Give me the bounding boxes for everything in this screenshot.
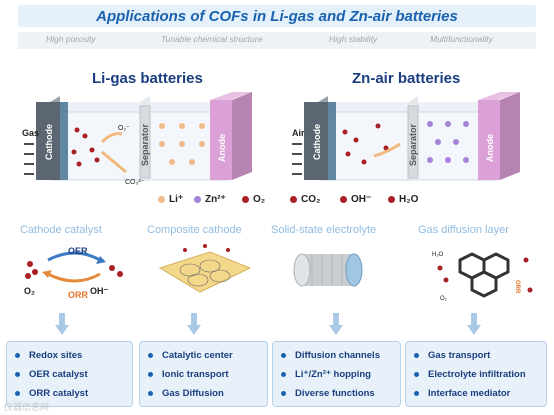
feature-porosity: High porosity: [46, 34, 96, 44]
panel-item: Diffusion channels: [281, 350, 380, 361]
cathode-catalyst-title: Cathode catalyst: [20, 224, 102, 236]
zn-ion-dot: [194, 196, 201, 203]
gas-diffusion-layer-title: Gas diffusion layer: [418, 224, 509, 236]
co3-label: CO₃²⁻: [125, 179, 145, 186]
li-gas-title: Li-gas batteries: [92, 70, 203, 87]
li-gas-battery-diagram: Cathode Separator Anode Gas O₂⁻ CO₃²⁻: [22, 92, 252, 186]
o2-minus-label: O₂⁻: [118, 125, 130, 132]
feature-multifunctionality: Multifunctionality: [430, 34, 493, 44]
h2o-dot: [388, 196, 395, 203]
panel-item: Redox sites: [15, 350, 82, 361]
composite-cathode-title: Composite cathode: [147, 224, 242, 236]
legend-li: Li⁺: [158, 194, 183, 205]
li-gas-cathode: [36, 102, 60, 180]
down-arrow-icon: [55, 313, 69, 335]
li-gas-gas-label: Gas: [22, 128, 39, 138]
li-gas-anode-label: Anode: [217, 134, 227, 162]
li-gas-separator: [139, 105, 151, 179]
li-gas-anode: [210, 100, 232, 180]
li-ions: [159, 123, 205, 165]
orr-arrow: [47, 272, 101, 283]
legend-oh: OH⁻: [340, 194, 371, 205]
orr-label: ORR: [68, 290, 89, 300]
li-gas-molecules: [71, 127, 100, 167]
down-arrow-icon: [467, 313, 481, 335]
solid-state-electrolyte-diagram: [293, 253, 363, 287]
solid-state-electrolyte-panel: Diffusion channels Li⁺/Zn²⁺ hopping Dive…: [272, 341, 401, 407]
panel-item: Li⁺/Zn²⁺ hopping: [281, 369, 371, 380]
o2-dot: [242, 196, 249, 203]
zn-air-cathode: [304, 102, 328, 180]
panel-item: Catalytic center: [148, 350, 233, 361]
air-inflow-arrows: [292, 143, 302, 175]
zn-air-separator-label: Separator: [408, 123, 418, 166]
gdl-orr-label: ORR: [514, 280, 520, 294]
cof-particles: [179, 259, 231, 287]
page-title: Applications of COFs in Li-gas and Zn-ai…: [96, 7, 458, 25]
electrolyte-cylinder: [302, 254, 354, 286]
zn-air-battery-diagram: Cathode Separator Anode Air: [292, 92, 520, 181]
cof-framework: [458, 252, 510, 298]
features-bar: High porosity Tunable chemical structure…: [18, 32, 536, 49]
cathode-catalyst-panel: Redox sites OER catalyst ORR catalyst: [6, 341, 133, 407]
gdl-o2-label: O₂: [440, 296, 448, 302]
panel-item: Ionic transport: [148, 369, 229, 380]
legend-zn: Zn²⁺: [194, 194, 226, 205]
h2o-label: H₂O: [432, 252, 444, 258]
panel-item: Electrolyte infiltration: [414, 369, 526, 380]
li-gas-separator-label: Separator: [140, 123, 150, 166]
panel-item: OER catalyst: [15, 369, 88, 380]
watermark: 仪器信息网: [4, 402, 50, 412]
panel-item: Interface mediator: [414, 388, 510, 399]
zn-air-cathode-label: Cathode: [312, 124, 322, 160]
zn-air-molecules: [342, 123, 389, 165]
zn-ions: [427, 121, 469, 163]
zn-air-anode: [478, 100, 500, 180]
gas-diffusion-layer-panel: Gas transport Electrolyte infiltration I…: [405, 341, 547, 407]
zn-air-air-label: Air: [292, 128, 305, 138]
cathode-catalyst-diagram: OER ORR O₂ OH⁻: [24, 246, 123, 300]
co2-dot: [290, 196, 297, 203]
legend-h2o: H₂O: [388, 194, 418, 205]
li-gas-cathode-label: Cathode: [44, 124, 54, 160]
feature-stability: High stability: [329, 34, 378, 44]
li-ion-dot: [158, 196, 165, 203]
zn-air-separator: [407, 105, 419, 179]
title-banner: Applications of COFs in Li-gas and Zn-ai…: [18, 5, 536, 27]
down-arrow-icon: [329, 313, 343, 335]
cathode-plate: [158, 251, 252, 293]
panel-item: Gas Diffusion: [148, 388, 224, 399]
o2-label: O₂: [24, 286, 35, 296]
zn-air-title: Zn-air batteries: [352, 70, 461, 87]
oh-dot: [340, 196, 347, 203]
panel-item: Gas transport: [414, 350, 490, 361]
zn-air-anode-label: Anode: [485, 134, 495, 162]
composite-cathode-diagram: [158, 244, 252, 293]
legend-co2: CO₂: [290, 194, 320, 205]
feature-tunable: Tunable chemical structure: [161, 34, 263, 44]
composite-cathode-panel: Catalytic center Ionic transport Gas Dif…: [139, 341, 268, 407]
oer-arrow: [47, 251, 101, 262]
legend-o2: O₂: [242, 194, 265, 205]
down-arrow-icon: [187, 313, 201, 335]
gas-diffusion-layer-diagram: H₂O O₂ ORR: [432, 252, 533, 302]
oer-label: OER: [68, 246, 88, 256]
legend: Li⁺ Zn²⁺ O₂ CO₂ OH⁻ H₂O: [150, 193, 450, 209]
li-gas-housing-top: [42, 102, 227, 112]
panel-item: ORR catalyst: [15, 388, 88, 399]
solid-state-electrolyte-title: Solid-state electrolyte: [271, 224, 377, 236]
gas-inflow-arrows: [24, 143, 34, 175]
oh-label: OH⁻: [90, 286, 109, 296]
panel-item: Diverse functions: [281, 388, 375, 399]
